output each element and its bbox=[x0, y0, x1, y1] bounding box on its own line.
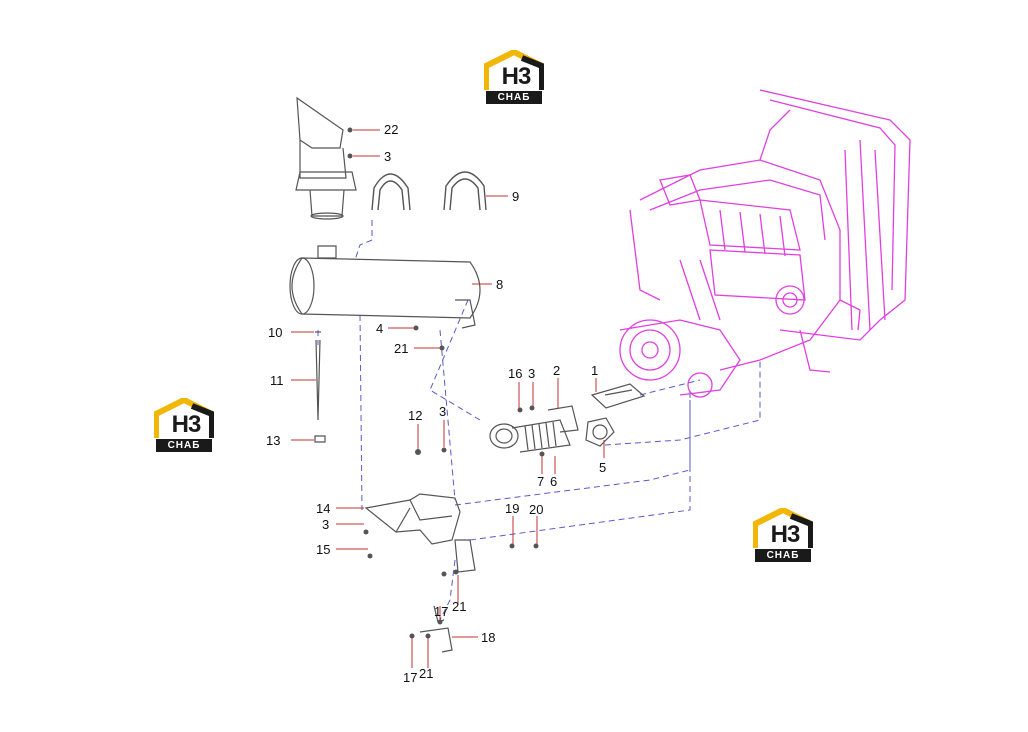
logo-mark: H3 bbox=[501, 63, 532, 90]
exhaust-pipe bbox=[295, 96, 357, 220]
callout-13: 13 bbox=[266, 433, 280, 448]
assembly-lines bbox=[317, 220, 761, 621]
callout-1: 1 bbox=[591, 363, 598, 378]
callout-21: 21 bbox=[419, 666, 433, 681]
callout-3: 3 bbox=[322, 517, 329, 532]
u-bolt-right bbox=[443, 171, 487, 211]
callout-14: 14 bbox=[316, 501, 330, 516]
flex-pipe bbox=[489, 405, 579, 453]
callout-labels: 22 3 9 8 10 4 21 11 13 16 3 2 1 12 3 5 7… bbox=[266, 122, 606, 685]
logo-house-icon bbox=[753, 508, 813, 548]
u-bolt-left bbox=[371, 173, 411, 211]
callout-22: 22 bbox=[384, 122, 398, 137]
callout-3: 3 bbox=[439, 404, 446, 419]
brand-logo: H3 СНАБ bbox=[484, 50, 544, 106]
callout-17: 17 bbox=[403, 670, 417, 685]
callout-3: 3 bbox=[384, 149, 391, 164]
mounting-bracket bbox=[364, 493, 476, 573]
logo-caption: СНАБ bbox=[156, 439, 212, 452]
callout-20: 20 bbox=[529, 502, 543, 517]
callout-12: 12 bbox=[408, 408, 422, 423]
logo-house-icon bbox=[154, 398, 214, 438]
callout-21: 21 bbox=[394, 341, 408, 356]
leader-lines bbox=[291, 129, 605, 668]
callout-11: 11 bbox=[270, 373, 284, 388]
flange bbox=[590, 383, 646, 409]
rod-assembly bbox=[314, 331, 326, 443]
logo-caption: СНАБ bbox=[486, 91, 542, 104]
callout-15: 15 bbox=[316, 542, 330, 557]
callout-2: 2 bbox=[553, 363, 560, 378]
fasteners bbox=[347, 127, 545, 639]
callout-8: 8 bbox=[496, 277, 503, 292]
brand-logo: H3 СНАБ bbox=[753, 508, 813, 564]
callout-5: 5 bbox=[599, 460, 606, 475]
engine-assembly bbox=[619, 89, 911, 398]
callout-21: 21 bbox=[452, 599, 466, 614]
callout-3: 3 bbox=[528, 366, 535, 381]
callout-4: 4 bbox=[376, 321, 383, 336]
callout-9: 9 bbox=[512, 189, 519, 204]
callout-16: 16 bbox=[508, 366, 522, 381]
callout-18: 18 bbox=[481, 630, 495, 645]
gasket bbox=[585, 417, 615, 447]
callout-17: 17 bbox=[434, 604, 448, 619]
logo-mark: H3 bbox=[171, 411, 202, 438]
callout-10: 10 bbox=[268, 325, 282, 340]
logo-house-icon bbox=[484, 50, 544, 90]
logo-caption: СНАБ bbox=[755, 549, 811, 562]
callout-19: 19 bbox=[505, 501, 519, 516]
callout-6: 6 bbox=[550, 474, 557, 489]
brand-logo: H3 СНАБ bbox=[154, 398, 214, 454]
callout-7: 7 bbox=[537, 474, 544, 489]
muffler bbox=[289, 245, 481, 329]
logo-mark: H3 bbox=[770, 521, 801, 548]
